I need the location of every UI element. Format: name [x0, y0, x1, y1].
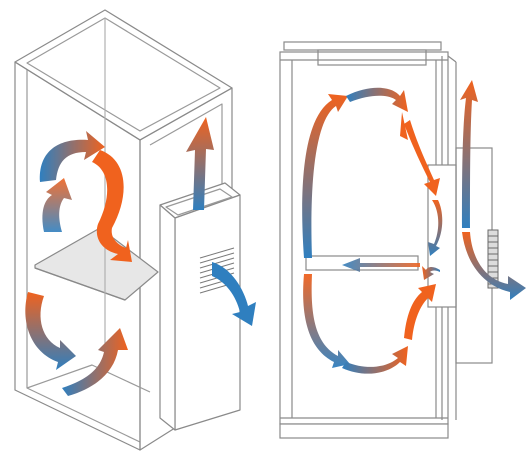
arrow-lower-hot	[62, 328, 128, 396]
cooling-unit	[160, 183, 240, 430]
arrow-lower-right-rise	[404, 284, 436, 340]
arrow-top-arc	[346, 88, 408, 112]
arrow-external-exhaust	[460, 80, 478, 228]
arrow-bottom-arc	[342, 346, 408, 374]
arrow-upper-left-arc	[302, 94, 348, 258]
arrow-upper-rise	[42, 178, 72, 232]
arrow-right-descent	[404, 120, 440, 196]
arrow-lower-swirl	[25, 292, 76, 370]
arrow-lower-left-arc	[303, 274, 350, 368]
arrow-upper-swirl	[40, 131, 105, 182]
